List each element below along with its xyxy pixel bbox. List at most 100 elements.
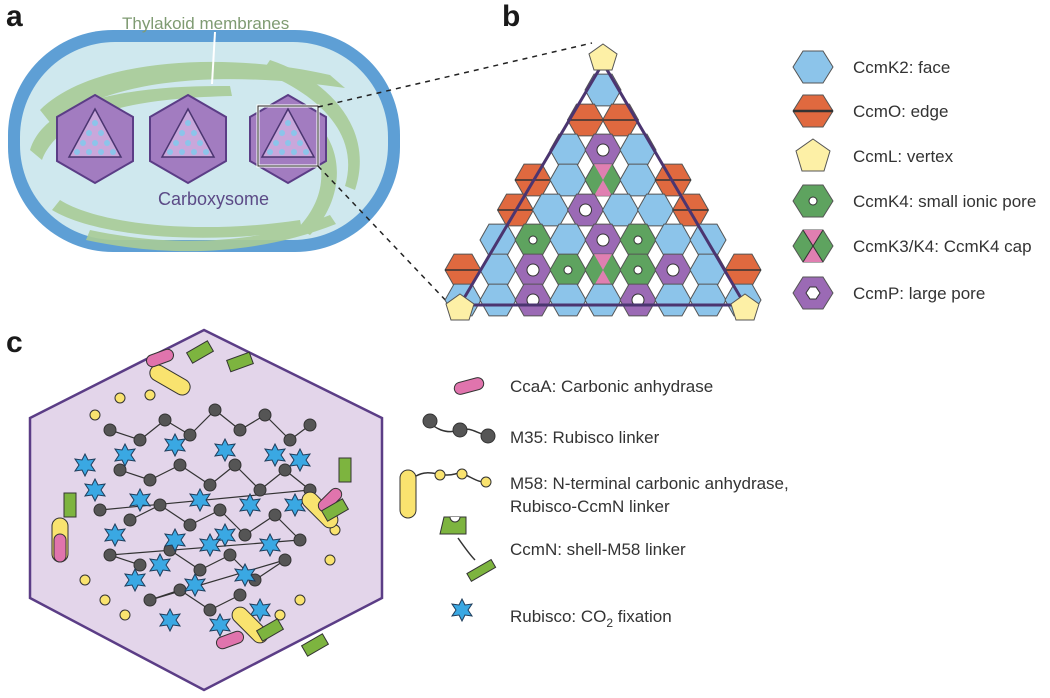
m35-domain	[113, 463, 127, 477]
legend-label-ccmk3k4: CcmK3/K4: CcmK4 cap	[853, 237, 1032, 256]
m35-domain	[153, 498, 167, 512]
m58-domain	[99, 594, 111, 606]
legend-label-ccmp: CcmP: large pore	[853, 284, 985, 303]
carboxysome-1	[56, 93, 134, 185]
legend-item-ccml: CcmL: vertex	[795, 138, 954, 172]
shell-hexagon-k2	[584, 283, 622, 317]
m58-domain	[294, 594, 306, 606]
ccmn-linker	[300, 633, 330, 657]
cap-upper	[594, 254, 612, 270]
pore-marker	[596, 233, 610, 247]
ccmn-linker	[255, 618, 285, 642]
m35-domain	[203, 603, 217, 617]
shell-hexagon-k2	[619, 163, 657, 197]
shell-hexagon-k2	[549, 163, 587, 197]
legend-label-ccmo: CcmO: edge	[853, 102, 948, 121]
m35-domain	[193, 563, 207, 577]
m58-domain	[89, 409, 101, 421]
legend-item-ccmo: CcmO: edge	[792, 94, 948, 128]
carboxysome-3	[249, 93, 327, 185]
m58-domain	[119, 609, 131, 621]
m35-domain	[183, 428, 197, 442]
shell-hexagon-k2	[479, 283, 517, 317]
pore-marker	[633, 265, 643, 275]
legend-item-ccmp: CcmP: large pore	[792, 276, 985, 310]
legend-label-m58-line1: M58: N-terminal carbonic anhydrase,	[510, 474, 789, 493]
m35-domain	[183, 518, 197, 532]
pore-marker	[666, 263, 680, 277]
ccml-vertex-pentagons	[445, 43, 760, 321]
pentagon-right	[730, 293, 760, 321]
carboxysome-label: Carboxysome	[158, 189, 269, 209]
shell-hexagon-k2	[549, 223, 587, 257]
ccmn-linker	[320, 498, 350, 522]
legend-label-ccaa: CcaA: Carbonic anhydrase	[510, 377, 713, 396]
legend-item-m35: M35: Rubisco linker	[422, 413, 660, 447]
legend-item-ccmk4: CcmK4: small ionic pore	[792, 184, 1036, 218]
m35-domain	[228, 458, 242, 472]
shell-hexagon-k2	[479, 253, 517, 287]
pore-marker	[633, 235, 643, 245]
shell-hexagon-k2	[654, 283, 692, 317]
m58-domain	[144, 389, 156, 401]
ccmn-linker	[185, 340, 215, 364]
shell-hexagon-k2	[689, 283, 727, 317]
protein-network	[51, 340, 352, 657]
zoom-line-bottom	[317, 165, 453, 308]
carboxysome-interior	[28, 328, 384, 692]
legend-label-m58-line2: Rubisco-CcmN linker	[510, 497, 670, 516]
m35-domain	[103, 548, 117, 562]
carboxysome-2	[149, 93, 227, 185]
ccaa-enzyme	[145, 348, 175, 368]
m35-domain	[303, 418, 317, 432]
pore-marker	[526, 263, 540, 277]
m35-domain	[103, 423, 117, 437]
legend-label-m35: M35: Rubisco linker	[510, 428, 660, 447]
legend-label-rubisco: Rubisco: CO2 fixation	[510, 607, 672, 630]
m58-domain	[274, 609, 286, 621]
legend-label-ccmk2: CcmK2: face	[853, 58, 950, 77]
legend-c: CcaA: Carbonic anhydrase M35: Rubisco li…	[399, 377, 789, 630]
legend-item-ccmk3k4: CcmK3/K4: CcmK4 cap	[792, 229, 1032, 263]
ccaa-enzyme	[53, 533, 67, 563]
thylakoid-leader-line	[211, 31, 216, 85]
legend-item-m58: M58: N-terminal carbonic anhydrase, Rubi…	[399, 468, 789, 519]
m35-domain	[278, 463, 292, 477]
legend-label-ccml: CcmL: vertex	[853, 147, 954, 166]
m35-domain	[253, 483, 267, 497]
m35-domain	[223, 548, 237, 562]
m35-domain	[143, 593, 157, 607]
m35-domain	[258, 408, 272, 422]
thylakoid-label: Thylakoid membranes	[122, 14, 289, 33]
m35-domain	[278, 553, 292, 567]
zoom-line-top	[317, 42, 593, 108]
pentagon-top	[588, 43, 618, 71]
shell-hexagon-k2	[549, 133, 587, 167]
shell-facet-triangle	[444, 43, 762, 321]
m35-domain	[293, 533, 307, 547]
panel-letter-c: c	[6, 326, 23, 359]
m35-domain	[173, 458, 187, 472]
shell-hexagon-k2	[549, 283, 587, 317]
facet-outline	[457, 60, 748, 307]
panel-letter-b: b	[502, 0, 521, 33]
cap-upper	[594, 164, 612, 180]
shell-hexagon-k2	[601, 193, 640, 227]
carboxysome-shell	[28, 328, 384, 692]
m35-domain	[283, 433, 297, 447]
m35-domain	[233, 588, 247, 602]
legend-item-rubisco: Rubisco: CO2 fixation	[451, 598, 672, 630]
shell-hexagon-k2	[689, 253, 727, 287]
cell-diagram: Thylakoid membranes Carboxysome	[8, 14, 400, 252]
m35-domain	[123, 513, 137, 527]
cap-lower	[594, 270, 612, 286]
thylakoid-membranes	[30, 60, 360, 252]
shell-hexagon-k2	[636, 193, 675, 227]
ccaa-enzyme	[215, 630, 245, 650]
shell-hexagon-grid	[444, 73, 762, 317]
legend-label-ccmk4: CcmK4: small ionic pore	[853, 192, 1036, 211]
pore-marker	[596, 143, 610, 157]
ccmn-linker	[226, 351, 254, 373]
m35-domain	[133, 433, 147, 447]
pore-marker	[563, 265, 573, 275]
